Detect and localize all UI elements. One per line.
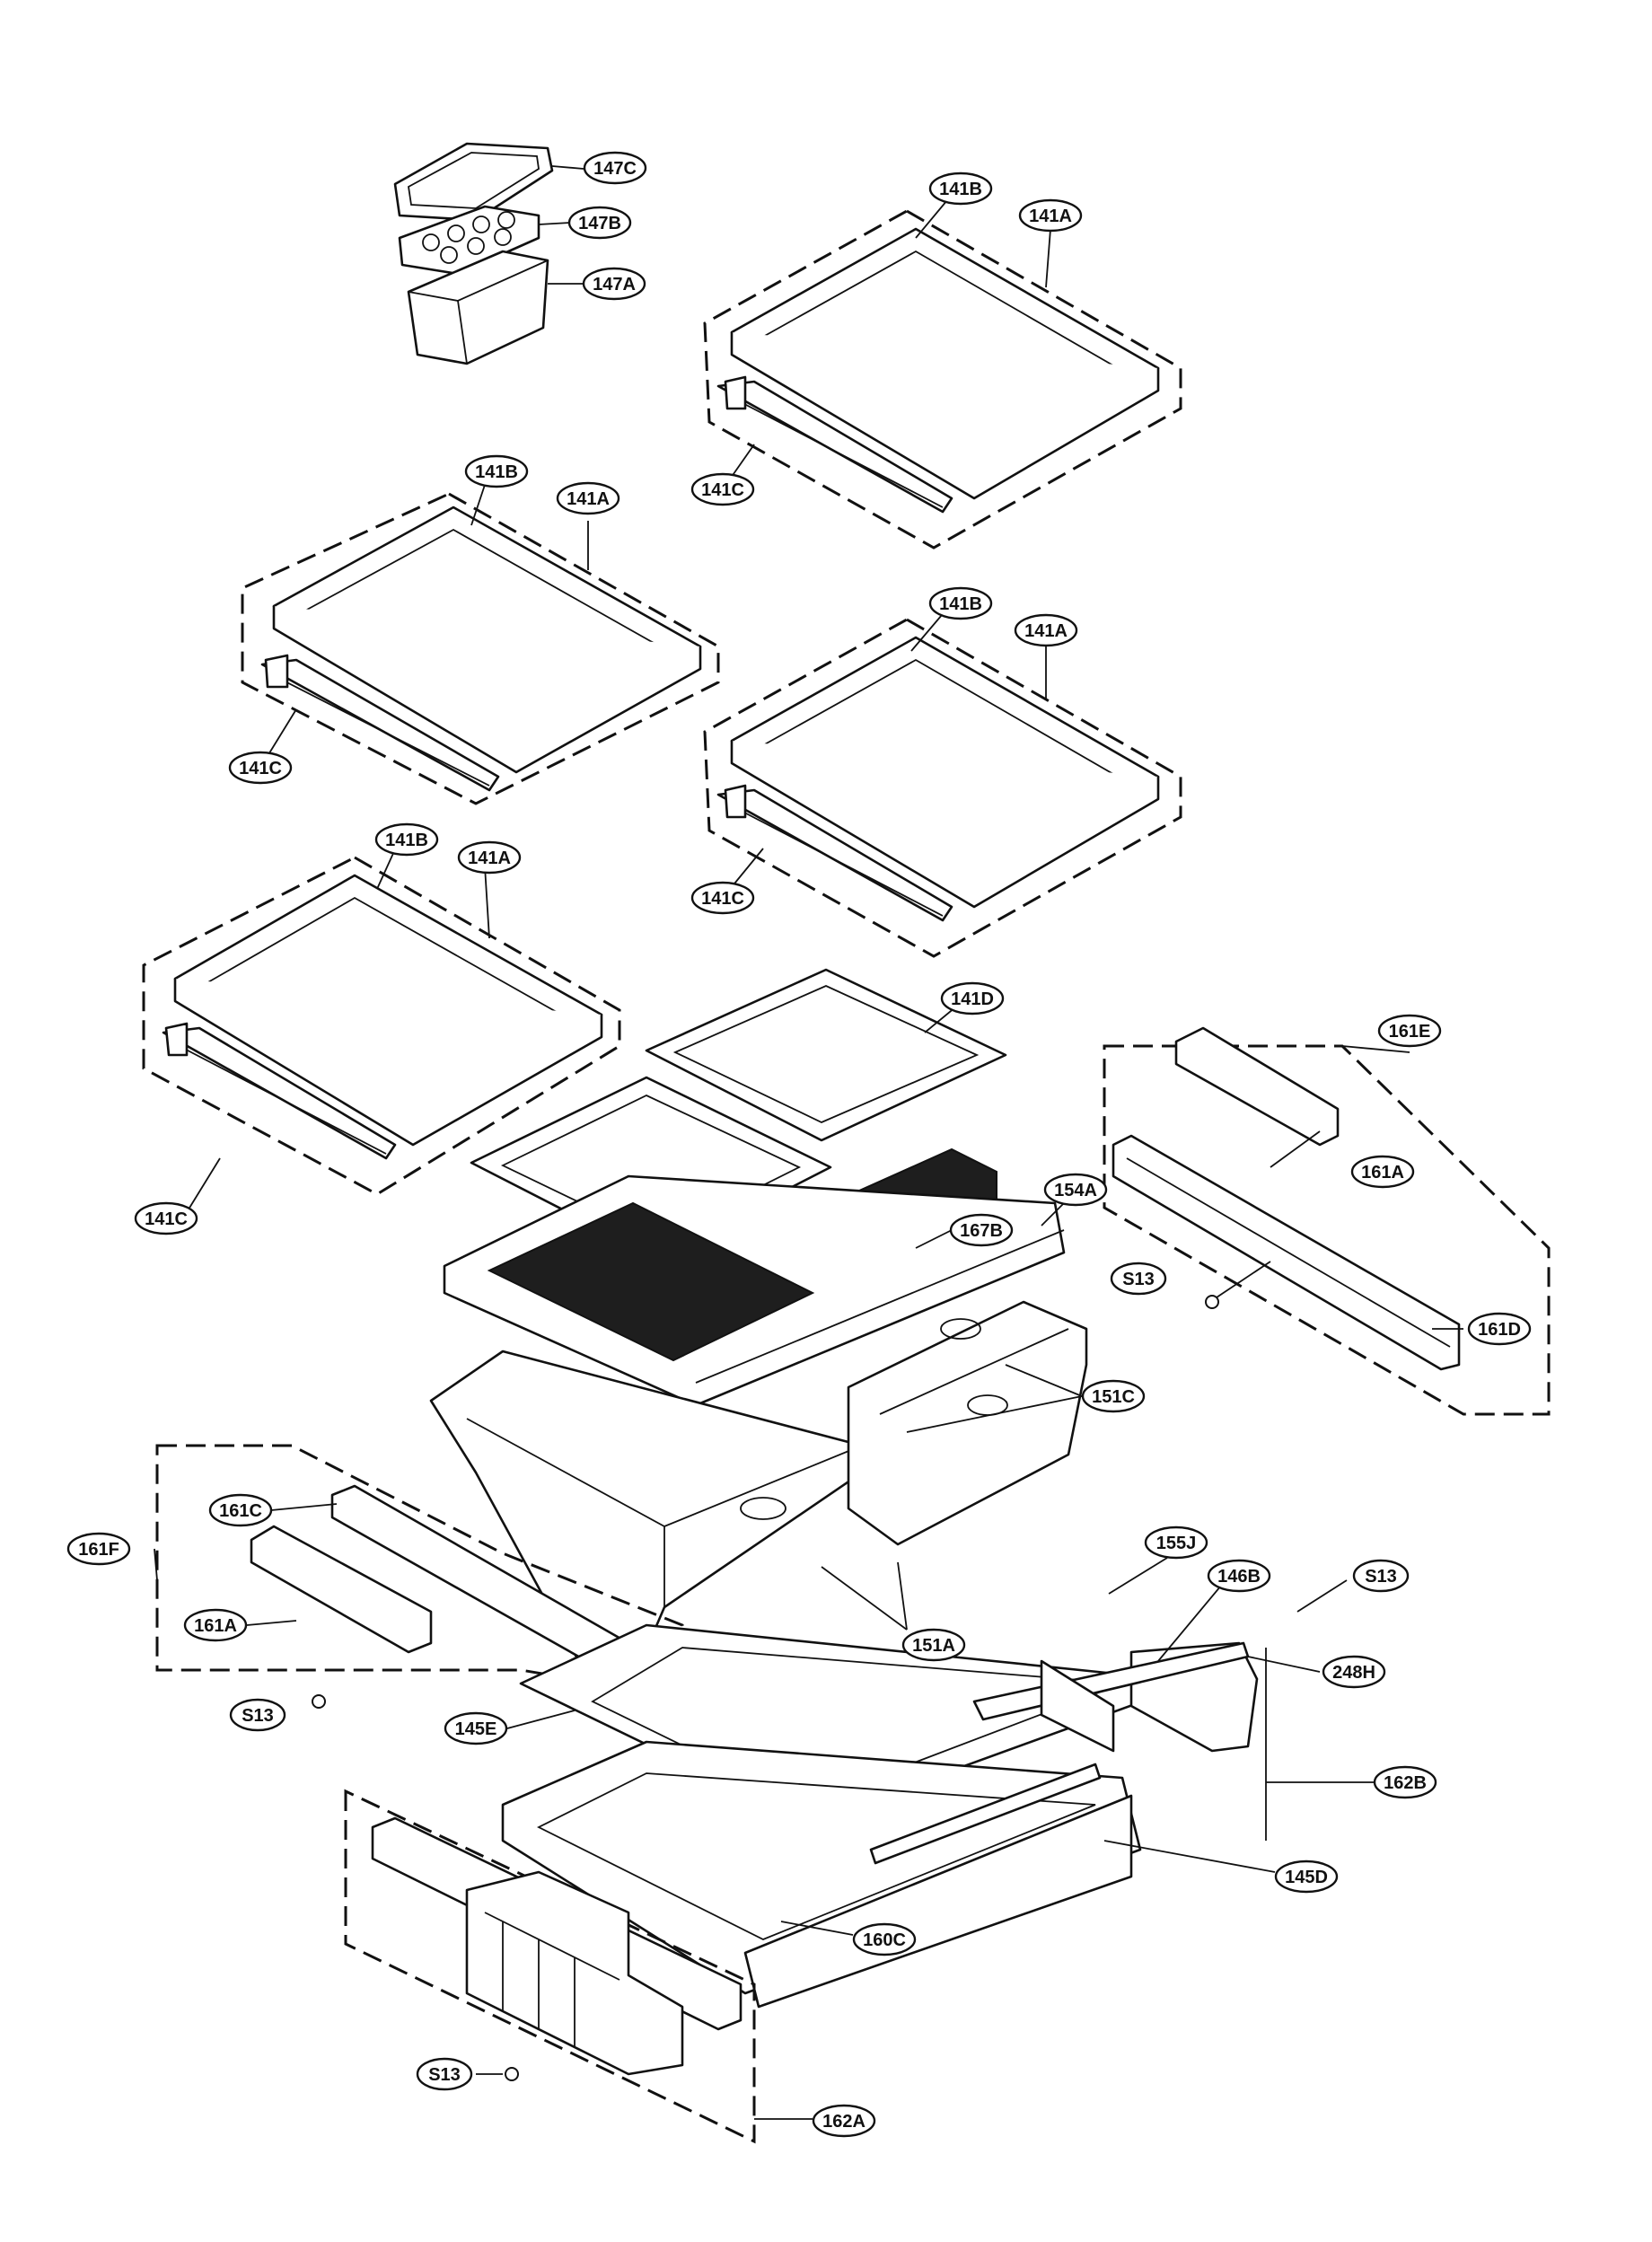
callout-151C: 151C: [1081, 1379, 1146, 1413]
callout-160C: 160C: [852, 1922, 917, 1956]
callout-141B-1: 141B: [928, 171, 993, 206]
svg-text:S13: S13: [428, 2065, 461, 2085]
callout-161C: 161C: [208, 1493, 273, 1527]
callout-S13-2: S13: [229, 1698, 286, 1732]
shelf-assembly-2: [241, 492, 720, 805]
bottom-pan-assembly: [501, 1623, 1259, 2009]
svg-text:141B: 141B: [939, 594, 982, 614]
callout-161F: 161F: [66, 1532, 131, 1566]
svg-text:141B: 141B: [475, 462, 518, 482]
svg-text:141C: 141C: [701, 889, 744, 909]
svg-text:161C: 161C: [219, 1501, 262, 1521]
callout-141C-2: 141C: [228, 751, 293, 785]
callout-147C: 147C: [583, 151, 647, 185]
callout-161A-2: 161A: [183, 1608, 248, 1642]
callout-147A: 147A: [582, 267, 646, 301]
svg-text:155J: 155J: [1156, 1534, 1197, 1553]
callout-S13-1: S13: [1110, 1262, 1167, 1296]
callout-141B-4: 141B: [374, 822, 439, 857]
callout-154A: 154A: [1043, 1173, 1108, 1207]
callout-141A-2: 141A: [556, 481, 620, 515]
svg-text:141A: 141A: [1024, 621, 1068, 641]
callout-162A: 162A: [812, 2104, 876, 2138]
svg-text:147C: 147C: [593, 159, 637, 179]
callout-146B: 146B: [1207, 1559, 1271, 1593]
callout-141D: 141D: [940, 981, 1005, 1015]
svg-text:248H: 248H: [1332, 1663, 1375, 1683]
callout-141C-3: 141C: [690, 881, 755, 915]
callout-141A-1: 141A: [1018, 198, 1083, 233]
svg-text:162A: 162A: [822, 2112, 866, 2132]
shelf-assembly-1: [703, 209, 1182, 550]
callout-248H: 248H: [1322, 1655, 1386, 1689]
svg-text:161E: 161E: [1389, 1022, 1431, 1042]
crisper-drawers: [429, 1300, 1088, 1672]
svg-text:141A: 141A: [1029, 207, 1072, 226]
svg-text:162B: 162B: [1384, 1773, 1427, 1793]
svg-text:161F: 161F: [78, 1540, 119, 1560]
svg-text:141C: 141C: [239, 759, 282, 778]
shelf-assembly-4: [142, 856, 621, 1196]
callout-141B-3: 141B: [928, 586, 993, 620]
svg-text:146B: 146B: [1217, 1567, 1261, 1587]
svg-text:S13: S13: [1122, 1270, 1155, 1289]
callout-141A-3: 141A: [1014, 613, 1078, 647]
callout-151A: 151A: [901, 1628, 966, 1662]
svg-text:141A: 141A: [468, 848, 511, 868]
callout-147B: 147B: [567, 206, 632, 240]
svg-text:S13: S13: [242, 1706, 274, 1726]
svg-text:161A: 161A: [194, 1616, 237, 1636]
svg-text:167B: 167B: [960, 1221, 1003, 1241]
callout-S13-4: S13: [416, 2057, 473, 2091]
callout-S13-3: S13: [1352, 1559, 1410, 1593]
svg-text:160C: 160C: [863, 1930, 906, 1950]
callout-141C-1: 141C: [690, 472, 755, 506]
svg-text:154A: 154A: [1054, 1181, 1097, 1200]
svg-text:141B: 141B: [939, 180, 982, 199]
svg-text:147A: 147A: [593, 275, 636, 295]
svg-text:161D: 161D: [1478, 1320, 1521, 1340]
bottom-rail-kit: [344, 1789, 756, 2144]
svg-text:151C: 151C: [1092, 1387, 1135, 1407]
svg-text:141A: 141A: [567, 489, 610, 509]
egg-tray-assembly: [393, 142, 554, 365]
callout-161A-1: 161A: [1350, 1155, 1415, 1189]
callout-145E: 145E: [444, 1711, 508, 1745]
callout-161D: 161D: [1467, 1312, 1532, 1346]
svg-text:161A: 161A: [1361, 1163, 1404, 1183]
callout-141C-4: 141C: [134, 1201, 198, 1235]
svg-text:141C: 141C: [701, 480, 744, 500]
svg-text:141B: 141B: [385, 831, 428, 850]
svg-text:151A: 151A: [912, 1636, 955, 1656]
callout-162B: 162B: [1373, 1765, 1437, 1799]
shelf-assembly-3: [703, 618, 1182, 958]
svg-text:145E: 145E: [455, 1719, 497, 1739]
callout-155J: 155J: [1144, 1525, 1208, 1560]
right-rail-kit: [1103, 1026, 1551, 1416]
callout-145D: 145D: [1274, 1860, 1339, 1894]
svg-text:141D: 141D: [951, 989, 994, 1009]
svg-text:S13: S13: [1365, 1567, 1397, 1587]
callout-141A-4: 141A: [457, 840, 522, 875]
callout-167B: 167B: [949, 1213, 1014, 1247]
callout-141B-2: 141B: [464, 454, 529, 488]
svg-text:147B: 147B: [578, 214, 621, 233]
callout-161E: 161E: [1377, 1014, 1442, 1048]
svg-text:145D: 145D: [1285, 1868, 1328, 1887]
crisper-cover-assembly: [443, 968, 1066, 1407]
svg-text:141C: 141C: [145, 1209, 188, 1229]
